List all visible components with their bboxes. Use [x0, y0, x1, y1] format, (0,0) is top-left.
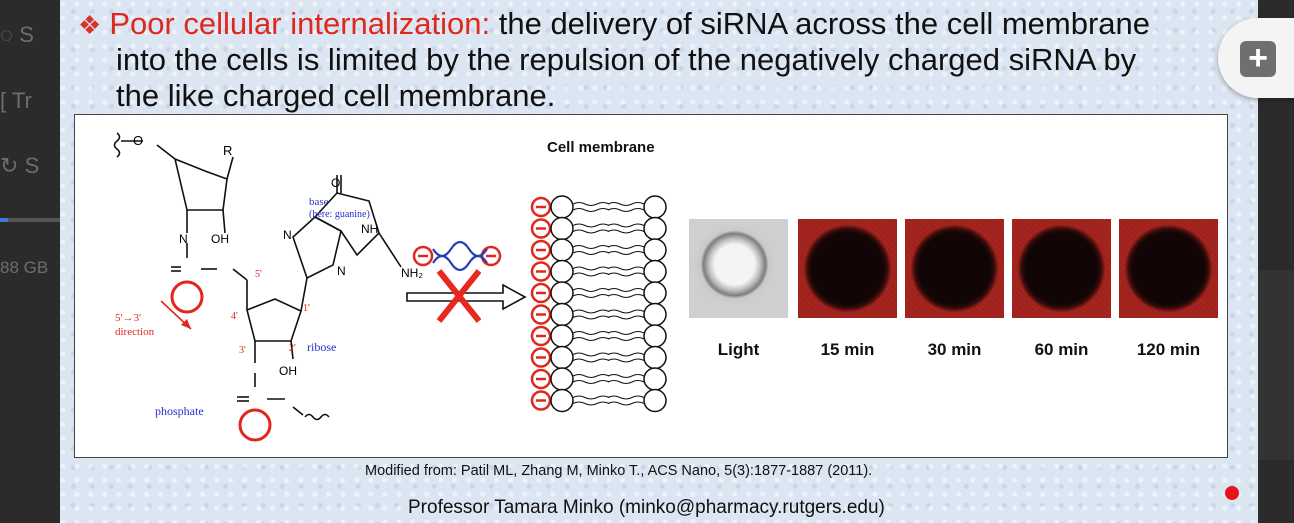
label-3prime: 3': [239, 345, 246, 356]
cell-image-120min: [1119, 219, 1218, 318]
tile-label-120min: 120 min: [1136, 340, 1201, 359]
left-row-1[interactable]: ◌ S: [0, 22, 34, 47]
label-phosphate: phosphate: [155, 404, 204, 418]
label-NH2: NH₂: [401, 266, 423, 280]
storage-bar: [0, 218, 60, 222]
label-N-ring-2: N: [337, 264, 346, 278]
tile-label-light: Light: [717, 340, 760, 359]
phosphate-charge-icon-2: [238, 408, 272, 442]
left-row-icon: ↻: [0, 153, 19, 178]
label-base-note: (here: guanine): [309, 209, 370, 220]
label-5prime: 5': [255, 269, 262, 280]
bullet-line-1: ❖Poor cellular internalization: the deli…: [78, 6, 1150, 43]
figure-caption: Modified from: Patil ML, Zhang M, Minko …: [365, 463, 873, 479]
plus-icon: +: [1240, 41, 1276, 77]
bullet-text-1: the delivery of siRNA across the cell me…: [490, 6, 1151, 41]
label-OH-2: OH: [279, 364, 297, 378]
label-N-ring-1: N: [283, 228, 292, 242]
molecule-diagram: O R N OH OH base (here: guanine) NH NH₂ …: [113, 132, 667, 442]
sirna-icon: [412, 240, 502, 272]
cell-image-15min: [798, 219, 897, 318]
cell-image-30min: [905, 219, 1004, 318]
label-R: R: [223, 143, 232, 158]
slide: ❖Poor cellular internalization: the deli…: [60, 0, 1258, 523]
label-2prime: 2': [289, 343, 296, 354]
bullet-diamond-icon: ❖: [78, 10, 102, 40]
tile-label-15min: 15 min: [820, 340, 875, 359]
blocked-arrow-icon: [406, 269, 527, 323]
cell-membrane-icon: [530, 195, 667, 413]
add-button[interactable]: +: [1218, 18, 1294, 98]
direction-arrowhead-icon: [181, 319, 191, 329]
left-app-panel: ◌ S [ Tr ↻ S 88 GB: [0, 0, 60, 523]
tile-label-30min: 30 min: [927, 340, 982, 359]
label-O-base: O: [331, 176, 340, 190]
phosphate-charge-icon-1: [170, 280, 204, 314]
bullet-line-3: the like charged cell membrane.: [116, 78, 556, 113]
storage-size: 88 GB: [0, 258, 49, 277]
bullet-heading: Poor cellular internalization:: [109, 6, 491, 41]
label-NH: NH: [361, 222, 378, 236]
slide-footer: Professor Tamara Minko (minko@pharmacy.r…: [408, 497, 885, 518]
label-base: base: [309, 196, 329, 208]
molecule-bonds: [113, 132, 402, 421]
label-ribose: ribose: [307, 340, 336, 354]
label-direction: direction: [115, 326, 155, 338]
label-direction-arrow: 5'→3': [115, 312, 141, 324]
left-row-2[interactable]: [ Tr: [0, 88, 32, 113]
record-indicator-icon: [1225, 486, 1239, 500]
cell-image-light: [689, 219, 788, 318]
tile-label-60min: 60 min: [1034, 340, 1089, 359]
left-row-icon: [: [0, 88, 7, 113]
label-OH-1: OH: [211, 232, 229, 246]
label-O-top: O: [133, 133, 143, 148]
right-panel-block: [1258, 270, 1294, 460]
cell-image-60min: [1012, 219, 1111, 318]
membrane-title: Cell membrane: [547, 139, 655, 156]
left-row-3[interactable]: ↻ S: [0, 153, 40, 178]
bullet-line-2: into the cells is limited by the repulsi…: [116, 42, 1137, 77]
label-4prime: 4': [231, 311, 238, 322]
figure: O R N OH OH base (here: guanine) NH NH₂ …: [74, 114, 1228, 458]
label-1prime: 1': [303, 303, 310, 314]
left-row-icon: ◌: [0, 22, 14, 47]
label-O-1: N: [179, 232, 188, 246]
